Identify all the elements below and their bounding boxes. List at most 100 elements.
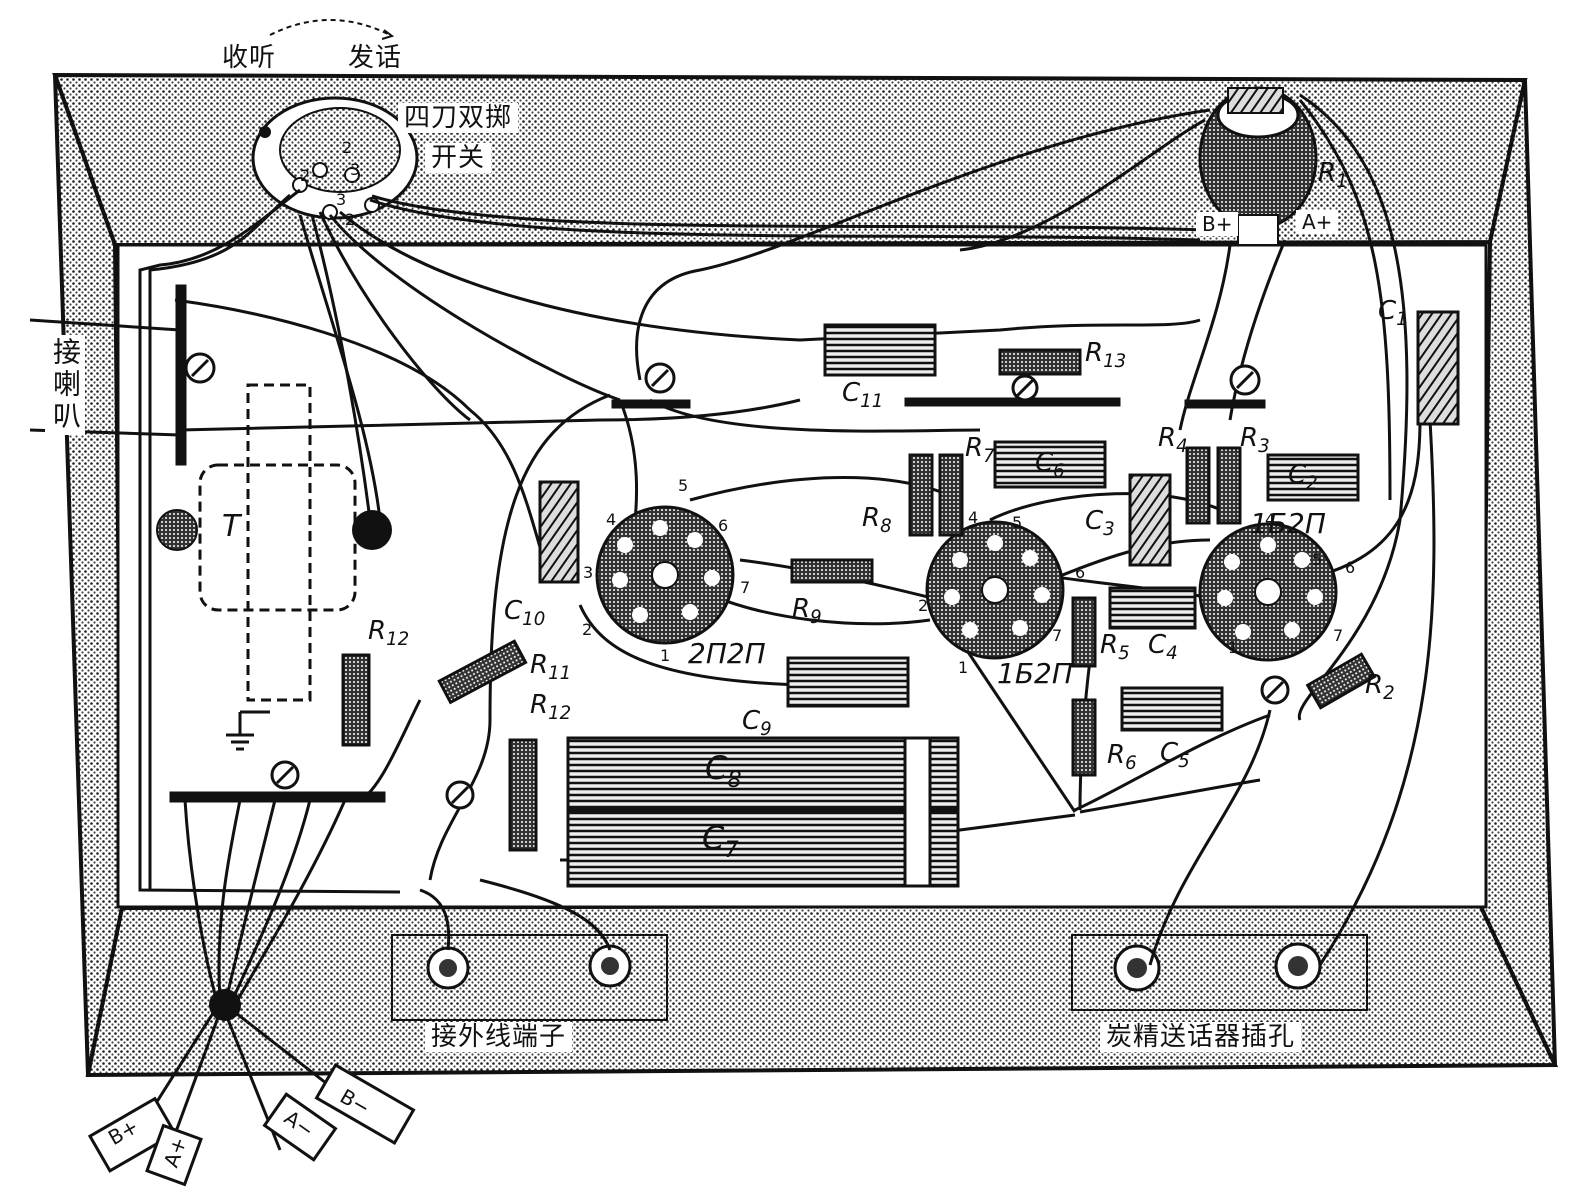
mic-jack — [1288, 956, 1308, 976]
r7-body — [938, 453, 964, 537]
pin-label: 5 — [1012, 513, 1023, 532]
r11-label: R11 — [530, 650, 572, 685]
switch-receive-label: 收听 — [222, 43, 277, 73]
pin-label: 2 — [918, 596, 929, 615]
c10-label: C10 — [504, 596, 546, 631]
c2-body — [1266, 453, 1360, 502]
pin-label: 3 — [583, 563, 594, 582]
speaker-label: 接喇叭 — [45, 335, 85, 435]
tube-1b2p-middle — [925, 520, 1065, 660]
r1-potentiometer — [1198, 86, 1318, 246]
c2-label: C2 — [1288, 460, 1318, 495]
ground-symbol — [226, 710, 270, 751]
pin-label: 6 — [718, 516, 729, 535]
tube-2p2p — [595, 505, 735, 645]
pin-label: 2 — [582, 620, 593, 639]
c9-body — [786, 656, 910, 708]
r8-label: R8 — [862, 503, 892, 538]
r2-body — [1305, 652, 1377, 710]
pin-label: 4 — [1265, 510, 1276, 529]
r6-body — [1071, 698, 1097, 777]
c5-body — [1120, 686, 1224, 732]
c3-label: C3 — [1085, 506, 1115, 541]
lead-b-minus — [314, 1062, 416, 1146]
mic-jack-panel — [1071, 934, 1368, 1011]
c10-body — [538, 480, 580, 584]
pin-label: 5 — [1312, 550, 1323, 569]
c6-label: C6 — [1035, 448, 1065, 483]
r12-left-label: R12 — [368, 616, 410, 651]
tag-strip — [904, 397, 1121, 407]
r7-label: R7 — [965, 433, 995, 468]
r5-label: R5 — [1100, 630, 1130, 665]
pin-label: 5 — [678, 476, 689, 495]
tag-strips — [169, 284, 1266, 803]
capacitors — [538, 310, 1460, 888]
lead-a-minus — [262, 1092, 338, 1162]
pin-label: 4 — [606, 510, 617, 529]
tube-1b2p-right — [1198, 522, 1338, 662]
pin-label: 1 — [1228, 638, 1239, 657]
pin-label: 4 — [968, 508, 979, 527]
tube-1b2p-middle-label: 1Б2П — [997, 657, 1073, 690]
transformer-label: T — [222, 509, 241, 544]
mic-jack — [1127, 958, 1147, 978]
r1-label: R1 — [1318, 158, 1348, 193]
c1-label: C1 — [1378, 296, 1408, 331]
tag-strip — [169, 791, 386, 803]
r5-body — [1071, 596, 1097, 668]
terminal-post — [601, 957, 619, 975]
lead-b-plus — [87, 1096, 177, 1173]
pin-label: 1 — [660, 646, 671, 665]
pin-label: 6 — [1075, 563, 1086, 582]
resistors — [341, 348, 1377, 852]
switch-transmit-label: 发话 — [348, 43, 403, 73]
battery-leads — [87, 1062, 416, 1187]
switch-contact-label: 3 — [336, 190, 347, 209]
switch-contact-label: 3 — [350, 160, 361, 179]
c5-label: C5 — [1160, 738, 1190, 773]
mic-jacks — [1113, 942, 1322, 992]
switch-name-line1: 四刀双掷 — [398, 103, 519, 133]
lead-a-plus — [145, 1123, 203, 1187]
switch-contact-label: 2 — [342, 138, 353, 157]
r6-label: R6 — [1107, 740, 1137, 775]
r11-body — [437, 639, 528, 705]
terminal-panel — [391, 934, 668, 1021]
pin-label: 1 — [958, 658, 969, 677]
r1-b-plus-label: B+ — [1196, 212, 1239, 236]
rotary-switch — [251, 19, 419, 220]
r12-lower-label: R12 — [530, 690, 572, 725]
tag-strip — [611, 399, 691, 409]
r13-label: R13 — [1085, 338, 1127, 373]
grommet — [352, 510, 392, 550]
lead-bundle-knot — [209, 989, 241, 1021]
r1-a-plus-label: A+ — [1296, 210, 1339, 234]
r3-body — [1216, 446, 1242, 525]
r13-body — [998, 348, 1082, 376]
c4-label: C4 — [1148, 630, 1178, 665]
switch-name-line2: 开关 — [425, 143, 492, 173]
terminals-label: 接外线端子 — [425, 1022, 573, 1052]
terminal-posts — [426, 944, 632, 990]
pin-label: 7 — [1333, 626, 1344, 645]
r4-label: R4 — [1158, 423, 1188, 458]
r3-label: R3 — [1240, 423, 1270, 458]
mic-jack-label: 炭精送话器插孔 — [1100, 1022, 1302, 1052]
screws — [184, 352, 1290, 810]
c3-body — [1128, 473, 1172, 567]
c6-body — [993, 440, 1107, 489]
speaker-strip — [175, 284, 187, 466]
switch-contact-label: 2 — [300, 166, 311, 185]
r8-body — [908, 453, 934, 537]
terminal-post — [439, 959, 457, 977]
c1-body — [1416, 310, 1460, 426]
c11-label: C11 — [842, 378, 884, 413]
c7-label: C7 — [702, 819, 739, 863]
r12-left-body — [341, 653, 371, 747]
r9-label: R9 — [792, 594, 822, 629]
chassis-right-wall — [1477, 79, 1557, 1066]
c11-body — [823, 323, 937, 377]
